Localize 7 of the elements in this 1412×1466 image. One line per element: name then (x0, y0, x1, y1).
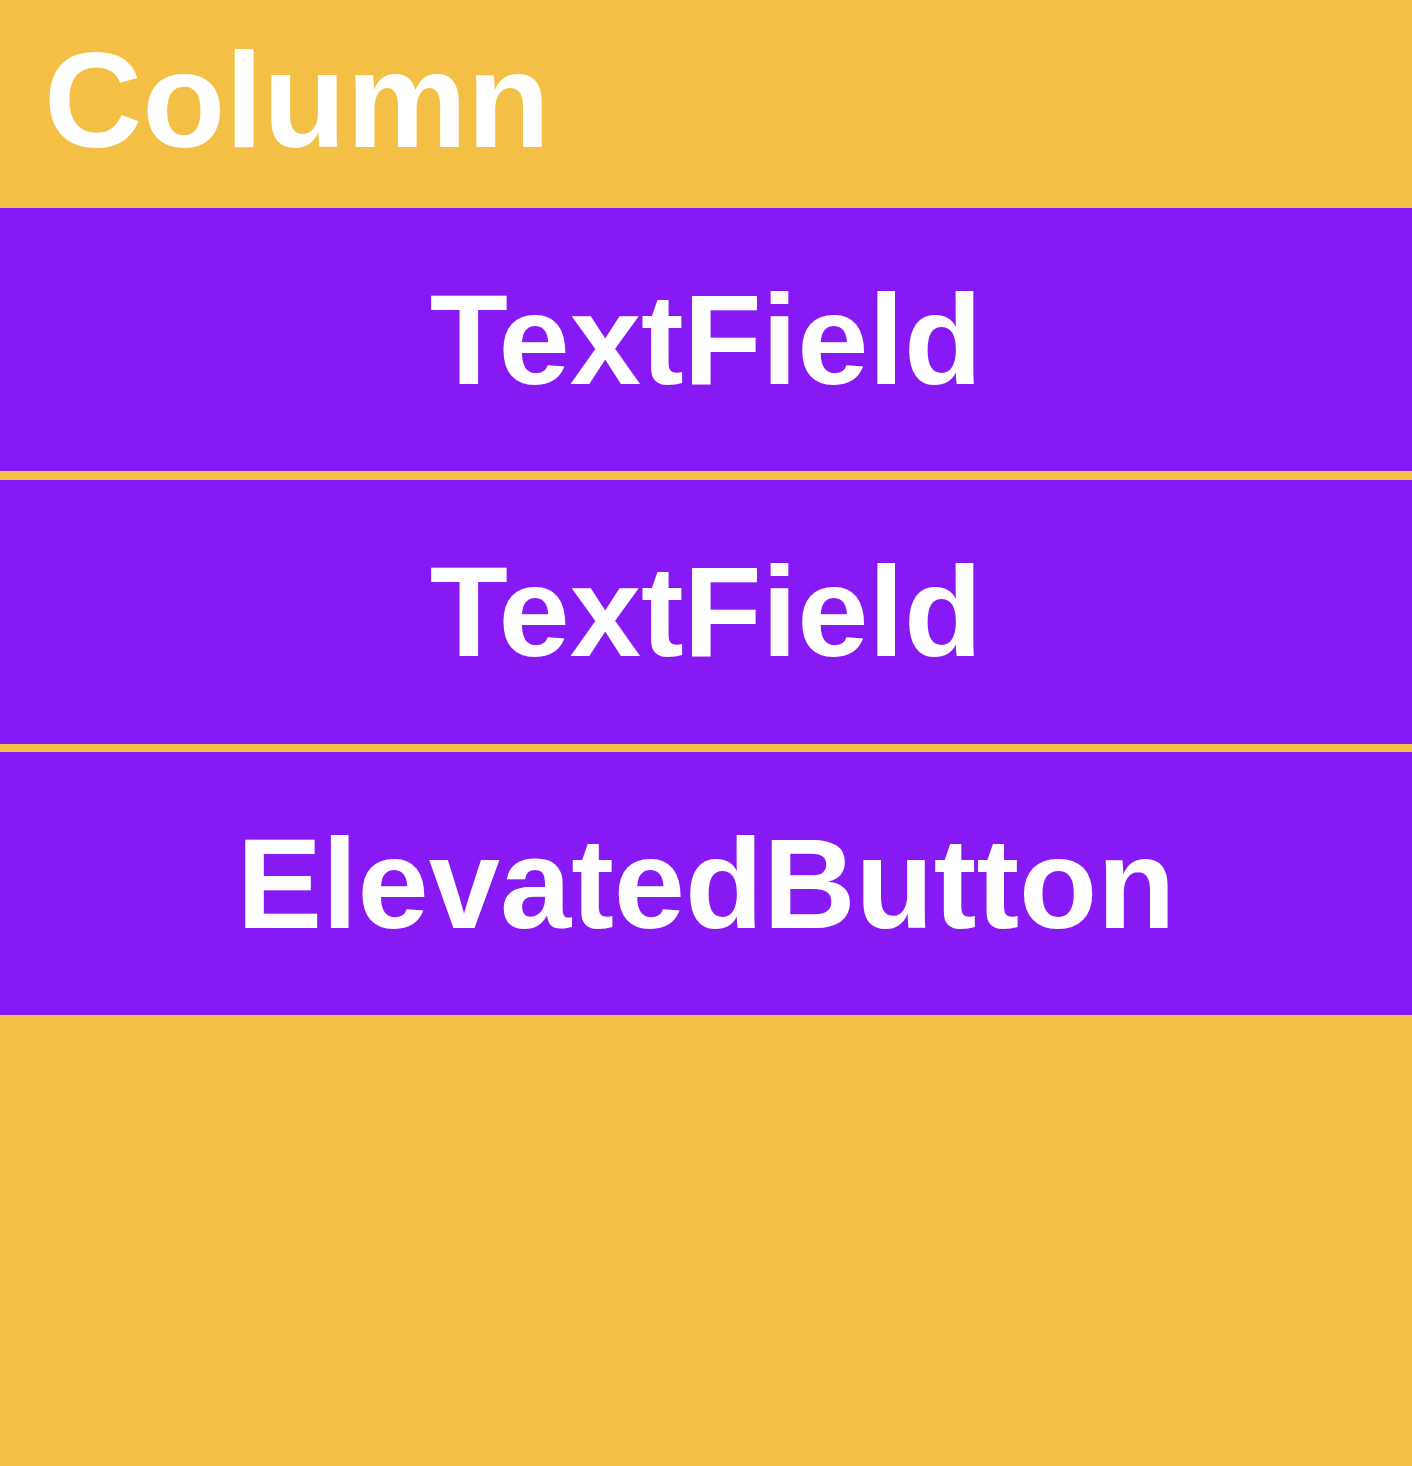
widget-band (0, 208, 1412, 471)
widget-label: TextField (429, 539, 983, 686)
widget-label: ElevatedButton (236, 810, 1176, 957)
widget-band (0, 752, 1412, 1015)
column-heading: Column (44, 23, 551, 178)
widget-label: TextField (429, 266, 983, 413)
widget-band (0, 480, 1412, 744)
